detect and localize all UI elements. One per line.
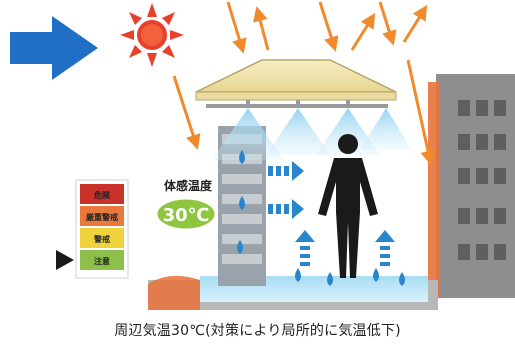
diagram-caption: 周辺気温30℃(対策により局所的に気温低下) (114, 323, 401, 339)
scale-danger (80, 184, 124, 204)
wind-arrow-icon (10, 16, 98, 80)
scale-label-severe: 厳重警戒 (86, 212, 118, 222)
scale-label-danger: 危険 (93, 190, 111, 200)
scale-caution (80, 228, 124, 248)
temp-badge (154, 196, 218, 232)
canopy-roof (195, 59, 397, 108)
perceived-temp-label: 体感温度 (164, 178, 213, 193)
mist-nozzle-icon (212, 108, 412, 160)
water-drop-icon (237, 150, 405, 286)
person-icon (318, 134, 378, 278)
scale-severe (80, 206, 124, 226)
scale-label-caution: 警戒 (93, 234, 110, 244)
airflow-arrows (268, 161, 395, 266)
ground (148, 275, 438, 310)
warning-scale: 危険 厳重警戒 警戒 注意 (75, 179, 129, 279)
scale-label-notice: 注意 (94, 256, 110, 266)
perceived-temp-value: 30℃ (163, 205, 210, 226)
scale-notice (80, 250, 124, 270)
heat-ray-icon (172, 1, 436, 166)
sun-icon (120, 3, 184, 67)
pointer-arrow-icon (56, 250, 74, 270)
building (428, 74, 515, 298)
